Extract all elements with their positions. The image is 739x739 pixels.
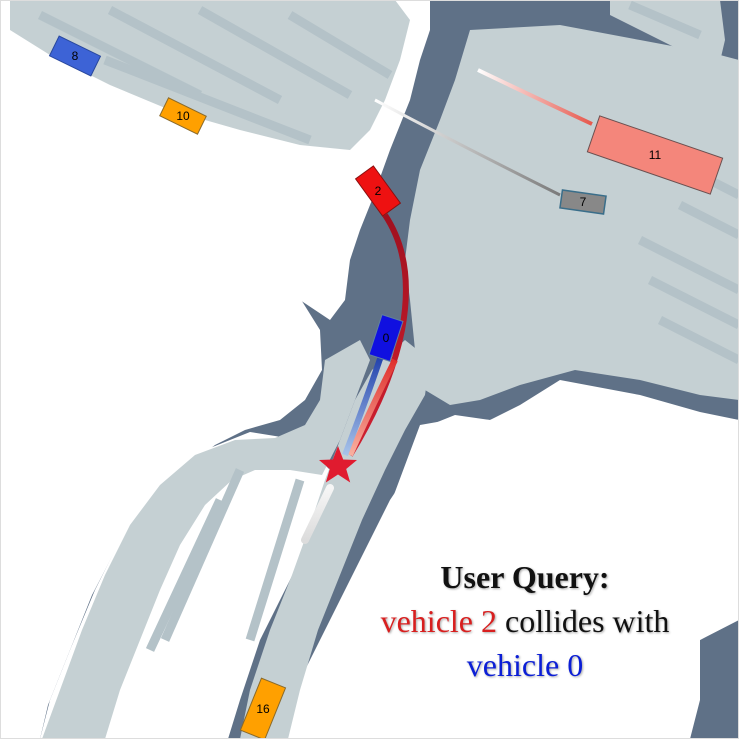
vehicle-16[interactable]: 16 (239, 677, 287, 739)
query-object: vehicle 0 (466, 647, 584, 683)
trajectory-vehicle-2 (347, 213, 409, 457)
trajectory-vehicle-2-tail (347, 358, 398, 457)
query-subject: vehicle 2 (380, 603, 497, 639)
query-title: User Query: (440, 559, 610, 595)
star-icon (319, 446, 357, 483)
vehicle-11-label: 11 (649, 148, 662, 162)
vehicle-8-label: 8 (72, 49, 79, 63)
vehicle-0-label: 0 (383, 331, 390, 345)
vehicle-16-label: 16 (256, 702, 270, 716)
vehicle-16-body (239, 677, 287, 739)
vehicle-7[interactable]: 7 (559, 189, 607, 215)
query-relation: collides with (504, 603, 670, 639)
vehicle-11[interactable]: 11 (586, 115, 724, 195)
vehicle-10-body (159, 97, 207, 135)
ego-past-trail (301, 484, 334, 544)
vehicle-11-body (586, 115, 724, 195)
vehicle-7-body (559, 189, 607, 215)
vehicle-8-body (48, 35, 102, 77)
trajectory-vehicle-11 (477, 68, 593, 126)
vehicle-2[interactable]: 2 (354, 165, 402, 217)
offroad-blocks (0, 145, 739, 739)
lane-areas (10, 0, 739, 739)
trajectory-vehicle-7 (374, 98, 561, 197)
vehicle-10[interactable]: 10 (159, 97, 207, 135)
query-line-1: vehicle 2 collides with (350, 599, 700, 643)
vehicle-8[interactable]: 8 (48, 35, 102, 77)
vehicle-0[interactable]: 0 (368, 313, 404, 363)
vehicle-10-label: 10 (176, 109, 190, 123)
vehicle-2-label: 2 (375, 184, 382, 198)
trajectory-vehicle-0 (342, 349, 386, 457)
vehicle-2-body (354, 165, 402, 217)
user-query-panel: User Query: vehicle 2 collides with vehi… (350, 555, 700, 687)
vehicle-0-body (368, 313, 404, 363)
vehicle-7-label: 7 (580, 195, 587, 209)
